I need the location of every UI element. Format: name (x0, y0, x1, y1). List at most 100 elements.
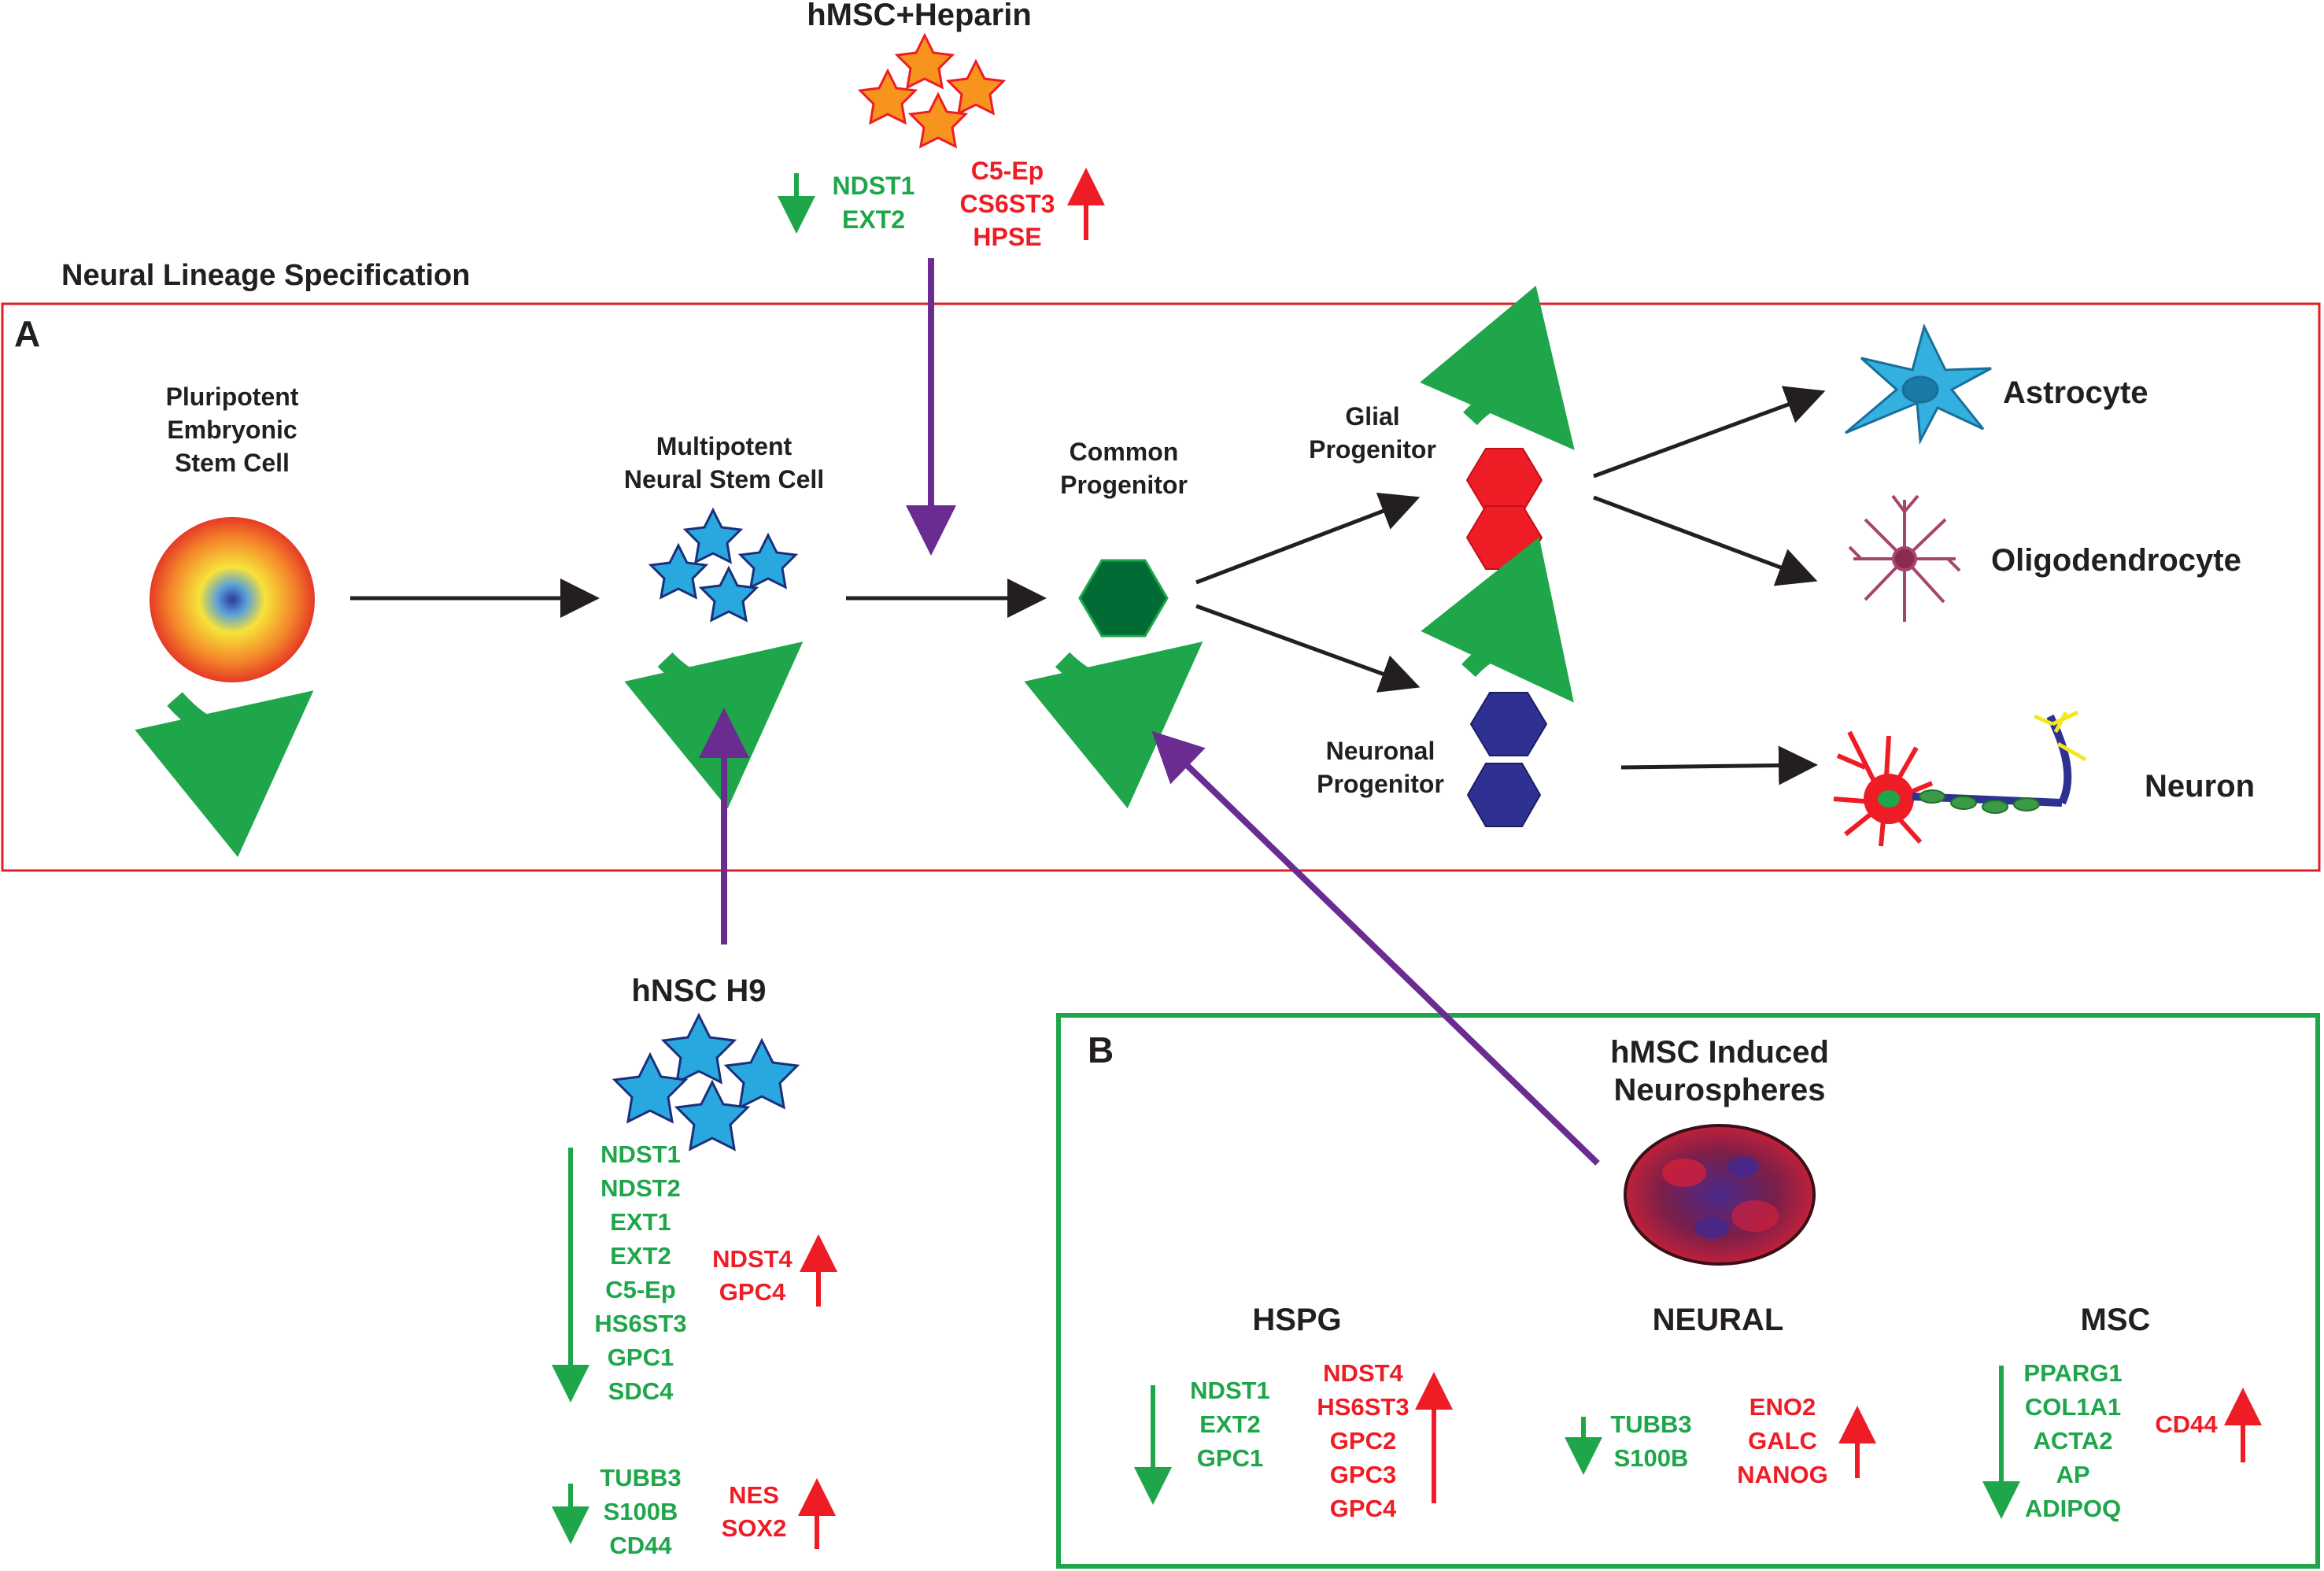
neurospheres-title-line-1: hMSC Induced (1610, 1035, 1829, 1070)
oligodendrocyte-icon (1848, 494, 1961, 622)
arrow-common-to-neuronal (1195, 604, 1421, 693)
heparin-down-list: NDST1 EXT2 (833, 172, 915, 234)
neuronal-progenitor-icon (1466, 763, 1542, 827)
pluripotent-line-1: Pluripotent (166, 383, 299, 411)
panel-a-letter: A (14, 313, 40, 354)
neurospheres-title: hMSC Induced Neurospheres (1610, 1035, 1829, 1107)
neural-up-item: NANOG (1737, 1461, 1827, 1488)
self-renewal-icon (624, 641, 804, 809)
heparin-up-list: C5-Ep CS6ST3 HPSE (960, 157, 1055, 251)
heparin-up-item: HPSE (973, 223, 1041, 251)
hnsc-up-item: GPC4 (719, 1278, 786, 1306)
neurospheres-title-line-2: Neurospheres (1614, 1073, 1826, 1107)
hspg-down-item: GPC1 (1197, 1444, 1263, 1472)
pluripotent-cell-icon (150, 517, 315, 682)
neural-title: NEURAL (1653, 1303, 1784, 1337)
self-renewal-icon (1421, 537, 1574, 703)
hnsc-down-item: NDST1 (600, 1140, 681, 1168)
hnsc-down-item: C5-Ep (605, 1276, 676, 1303)
pluripotent-label: Pluripotent Embryonic Stem Cell (166, 383, 299, 477)
hspg-up-item: GPC4 (1330, 1495, 1397, 1522)
pluripotent-line-3: Stem Cell (175, 449, 290, 477)
common-label: Common Progenitor (1060, 438, 1188, 499)
hspg-up-list: NDST4 HS6ST3 GPC2 GPC3 GPC4 (1317, 1359, 1409, 1522)
neural-up-item: GALC (1748, 1427, 1817, 1455)
panel-b-letter: B (1088, 1029, 1114, 1070)
hnsc-up-item: SOX2 (722, 1514, 787, 1542)
neuronal-label: Neuronal Progenitor (1317, 737, 1444, 798)
neurosphere-image (1624, 1124, 1816, 1266)
common-line-1: Common (1070, 438, 1179, 466)
msc-title: MSC (2081, 1303, 2151, 1337)
neural-up-list: ENO2 GALC NANOG (1737, 1393, 1827, 1488)
hnsc-down-item: GPC1 (608, 1344, 674, 1371)
panel-b-box (1056, 1013, 2320, 1569)
neural-up-item: ENO2 (1749, 1393, 1816, 1421)
hnsc-up-item: NDST4 (712, 1245, 793, 1273)
self-renewal-icon (135, 690, 314, 857)
pluripotent-line-2: Embryonic (167, 416, 297, 444)
neuronal-line-1: Neuronal (1326, 737, 1435, 765)
hnsc-down-item: EXT2 (610, 1242, 671, 1270)
multipotent-line-2: Neural Stem Cell (624, 465, 824, 493)
hnsc-up-list-2: NES SOX2 (722, 1481, 787, 1542)
hspg-down-item: EXT2 (1199, 1410, 1261, 1438)
neurosphere-purple-arrow (1151, 730, 1600, 1166)
neuronal-progenitor-icon (1469, 692, 1548, 756)
arrow-neuronal-to-neuron (1620, 745, 1818, 786)
hnsc-down-item: SDC4 (608, 1377, 674, 1405)
hnsc-down-item: HS6ST3 (594, 1310, 686, 1337)
neural-down-item: S100B (1614, 1444, 1689, 1472)
hnsc-down-item: EXT1 (610, 1208, 671, 1236)
glial-line-2: Progenitor (1309, 435, 1436, 464)
neural-down-item: TUBB3 (1610, 1410, 1691, 1438)
heparin-up-item: C5-Ep (971, 157, 1044, 185)
glial-progenitor-icon (1465, 505, 1543, 570)
glial-line-1: Glial (1345, 402, 1399, 431)
msc-down-item: ADIPOQ (2025, 1495, 2121, 1522)
panel-a-box (1, 302, 2321, 872)
multipotent-line-1: Multipotent (656, 432, 793, 460)
msc-down-item: ACTA2 (2033, 1427, 2112, 1455)
neural-down-list: TUBB3 S100B (1610, 1410, 1691, 1472)
hnsc-down-item: TUBB3 (600, 1464, 681, 1492)
astrocyte-icon (1845, 323, 1992, 445)
hspg-up-item: GPC3 (1330, 1461, 1396, 1488)
hnsc-up-item: NES (729, 1481, 779, 1509)
glial-label: Glial Progenitor (1309, 402, 1436, 464)
arrow-common-to-glial (1195, 492, 1421, 585)
hspg-down-item: NDST1 (1190, 1377, 1270, 1404)
hspg-down-list: NDST1 EXT2 GPC1 (1190, 1377, 1270, 1472)
self-renewal-icon (1420, 285, 1575, 450)
hnsc-down-item: CD44 (609, 1532, 672, 1559)
oligodendrocyte-label: Oligodendrocyte (1991, 543, 2241, 578)
heparin-down-item: EXT2 (842, 205, 905, 234)
hspg-up-item: GPC2 (1330, 1427, 1396, 1455)
heparin-stars-icon (857, 32, 1007, 149)
self-renewal-icon (1024, 641, 1203, 809)
multipotent-label: Multipotent Neural Stem Cell (624, 432, 824, 493)
arrow-glial-to-oligodendrocyte (1593, 495, 1818, 586)
neuronal-line-2: Progenitor (1317, 770, 1444, 798)
hnsc-up-list-1: NDST4 GPC4 (712, 1245, 793, 1306)
hnsc-down-list-2: TUBB3 S100B CD44 (600, 1464, 681, 1559)
neuron-label: Neuron (2145, 769, 2255, 804)
common-progenitor-icon (1078, 559, 1169, 638)
hspg-title: HSPG (1252, 1303, 1341, 1337)
hnsc-down-item: NDST2 (600, 1174, 681, 1202)
multipotent-stars-icon (648, 507, 799, 623)
hnsc-down-item: S100B (604, 1498, 678, 1525)
msc-down-item: PPARG1 (2023, 1359, 2122, 1387)
msc-up-item: CD44 (2155, 1410, 2218, 1438)
astrocyte-label: Astrocyte (2003, 375, 2148, 410)
msc-down-item: AP (2056, 1461, 2089, 1488)
msc-down-item: COL1A1 (2025, 1393, 2121, 1421)
common-line-2: Progenitor (1060, 471, 1188, 499)
heparin-down-item: NDST1 (833, 172, 915, 200)
section-title: Neural Lineage Specification (61, 259, 470, 292)
hnsc-title: hNSC H9 (631, 974, 766, 1008)
msc-down-list: PPARG1 COL1A1 ACTA2 AP ADIPOQ (2023, 1359, 2122, 1522)
arrow-glial-to-astrocyte (1593, 386, 1826, 479)
neuron-icon (1833, 710, 2087, 847)
